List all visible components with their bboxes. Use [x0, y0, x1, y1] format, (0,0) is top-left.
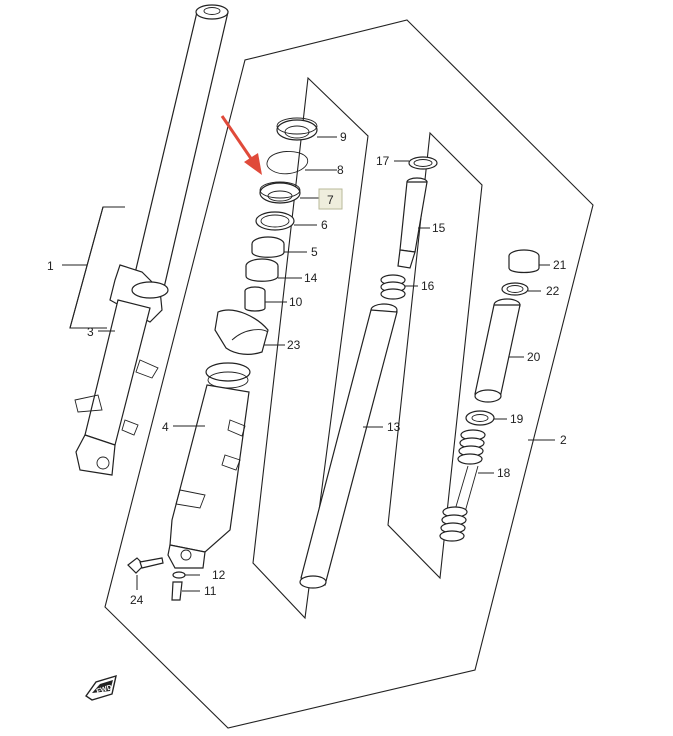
part-label-1: 1: [47, 259, 54, 273]
indicator-arrow-icon: [220, 115, 262, 175]
part-label-2: 2: [560, 433, 567, 447]
part-label-15: 15: [432, 221, 446, 235]
assembly-frame-right: [387, 131, 483, 580]
part-12-gasket: [172, 571, 186, 579]
part-23-fork-guard: [214, 309, 269, 355]
part-label-6: 6: [321, 218, 328, 232]
part-label-9: 9: [340, 130, 347, 144]
part-17-ring: [408, 156, 438, 170]
part-label-16: 16: [421, 279, 435, 293]
part-21-cap-bolt: [508, 249, 540, 274]
part-16-rebound-spring: [380, 274, 406, 300]
part-19-washer: [465, 410, 495, 426]
part-8-stopper-ring: [266, 151, 309, 175]
part-18-fork-spring: [439, 429, 486, 542]
part-13-inner-tube: [299, 303, 398, 589]
part-10-cylinder: [244, 286, 266, 312]
outer-fork-tube: [69, 4, 229, 476]
part-label-18: 18: [497, 466, 511, 480]
part-label-10: 10: [289, 295, 303, 309]
part-label-22: 22: [546, 284, 560, 298]
fwd-direction-icon: [85, 674, 117, 701]
part-22-o-ring: [501, 282, 529, 296]
part-label-19: 19: [510, 412, 524, 426]
part-label-8: 8: [337, 163, 344, 177]
part-24-axle-bolt: [127, 557, 164, 574]
part-label-24: 24: [130, 593, 144, 607]
lower-outer-tube: [167, 362, 251, 569]
part-5-guide-metal: [251, 236, 285, 258]
part-label-4: 4: [162, 420, 169, 434]
fwd-badge-label: FWD: [96, 684, 113, 696]
part-7-highlight-box: [318, 188, 343, 210]
part-20-spacer: [474, 298, 521, 403]
part-label-20: 20: [527, 350, 541, 364]
part-11-drain-bolt: [171, 581, 183, 601]
part-label-5: 5: [311, 245, 318, 259]
part-label-12: 12: [212, 568, 226, 582]
part-label-11: 11: [204, 584, 217, 598]
part-label-13: 13: [387, 420, 401, 434]
part-label-7: 7: [327, 193, 334, 207]
assembly-frame-outer: [104, 19, 594, 729]
part-7-oil-seal: [259, 181, 301, 204]
part-label-3: 3: [87, 325, 94, 339]
part-6-washer: [255, 211, 295, 231]
part-9-dust-seal: [276, 117, 318, 141]
part-label-17: 17: [376, 154, 390, 168]
part-label-14: 14: [304, 271, 318, 285]
part-label-23: 23: [287, 338, 301, 352]
part-14-slide-metal: [245, 258, 279, 282]
part-15-damper-rod: [397, 177, 428, 269]
part-label-21: 21: [553, 258, 567, 272]
assembly-frame-left: [252, 76, 369, 620]
